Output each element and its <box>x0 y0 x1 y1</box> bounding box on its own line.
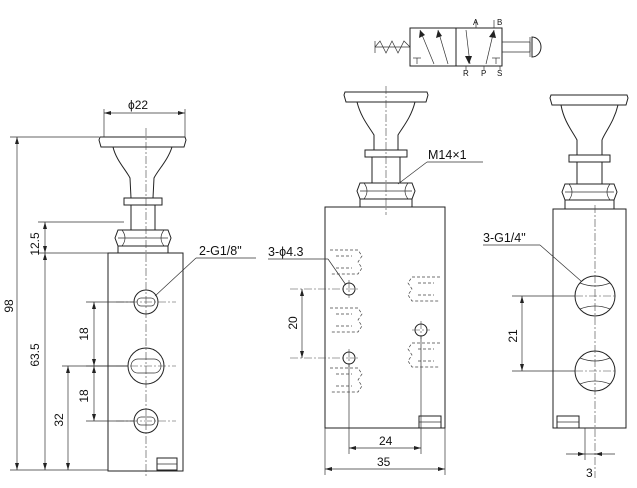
middle-view: 20 24 35 3-ϕ4.3 M14×1 <box>268 86 483 475</box>
dim-button-diameter: ϕ22 <box>128 98 148 112</box>
dim-mount-width: 24 <box>379 434 393 448</box>
dim-port-spacing-lower: 18 <box>77 389 91 403</box>
callout-stem-thread: M14×1 <box>428 148 467 162</box>
callout-port-thread-small: 2-G1/8" <box>199 244 242 258</box>
dim-total-height: 98 <box>2 299 16 313</box>
dim-side-offset: 3 <box>586 466 593 480</box>
dim-port-spacing-upper: 18 <box>77 327 91 341</box>
symbol-port-r: R <box>463 69 469 78</box>
pneumatic-symbol: A B R P S <box>374 18 542 78</box>
symbol-port-p: P <box>481 69 486 78</box>
dim-side-port-spacing: 21 <box>506 329 520 343</box>
dim-upper-offset: 12.5 <box>28 232 42 256</box>
symbol-port-s: S <box>497 69 502 78</box>
hidden-ports-right <box>407 276 440 368</box>
symbol-port-a: A <box>473 18 479 27</box>
symbol-port-b: B <box>497 18 502 27</box>
side-view: 21 3 3-G1/4" <box>483 94 629 480</box>
callout-mount-holes: 3-ϕ4.3 <box>268 245 304 259</box>
dim-body-height: 63.5 <box>28 343 42 367</box>
dim-bottom-port-height: 32 <box>52 413 66 427</box>
callout-port-thread-large: 3-G1/4" <box>483 231 526 245</box>
dim-body-width: 35 <box>377 455 391 469</box>
front-view: ϕ22 98 12.5 63.5 18 18 <box>2 98 256 478</box>
dim-mount-hole-spacing: 20 <box>286 316 300 330</box>
hidden-ports-left <box>330 249 363 393</box>
